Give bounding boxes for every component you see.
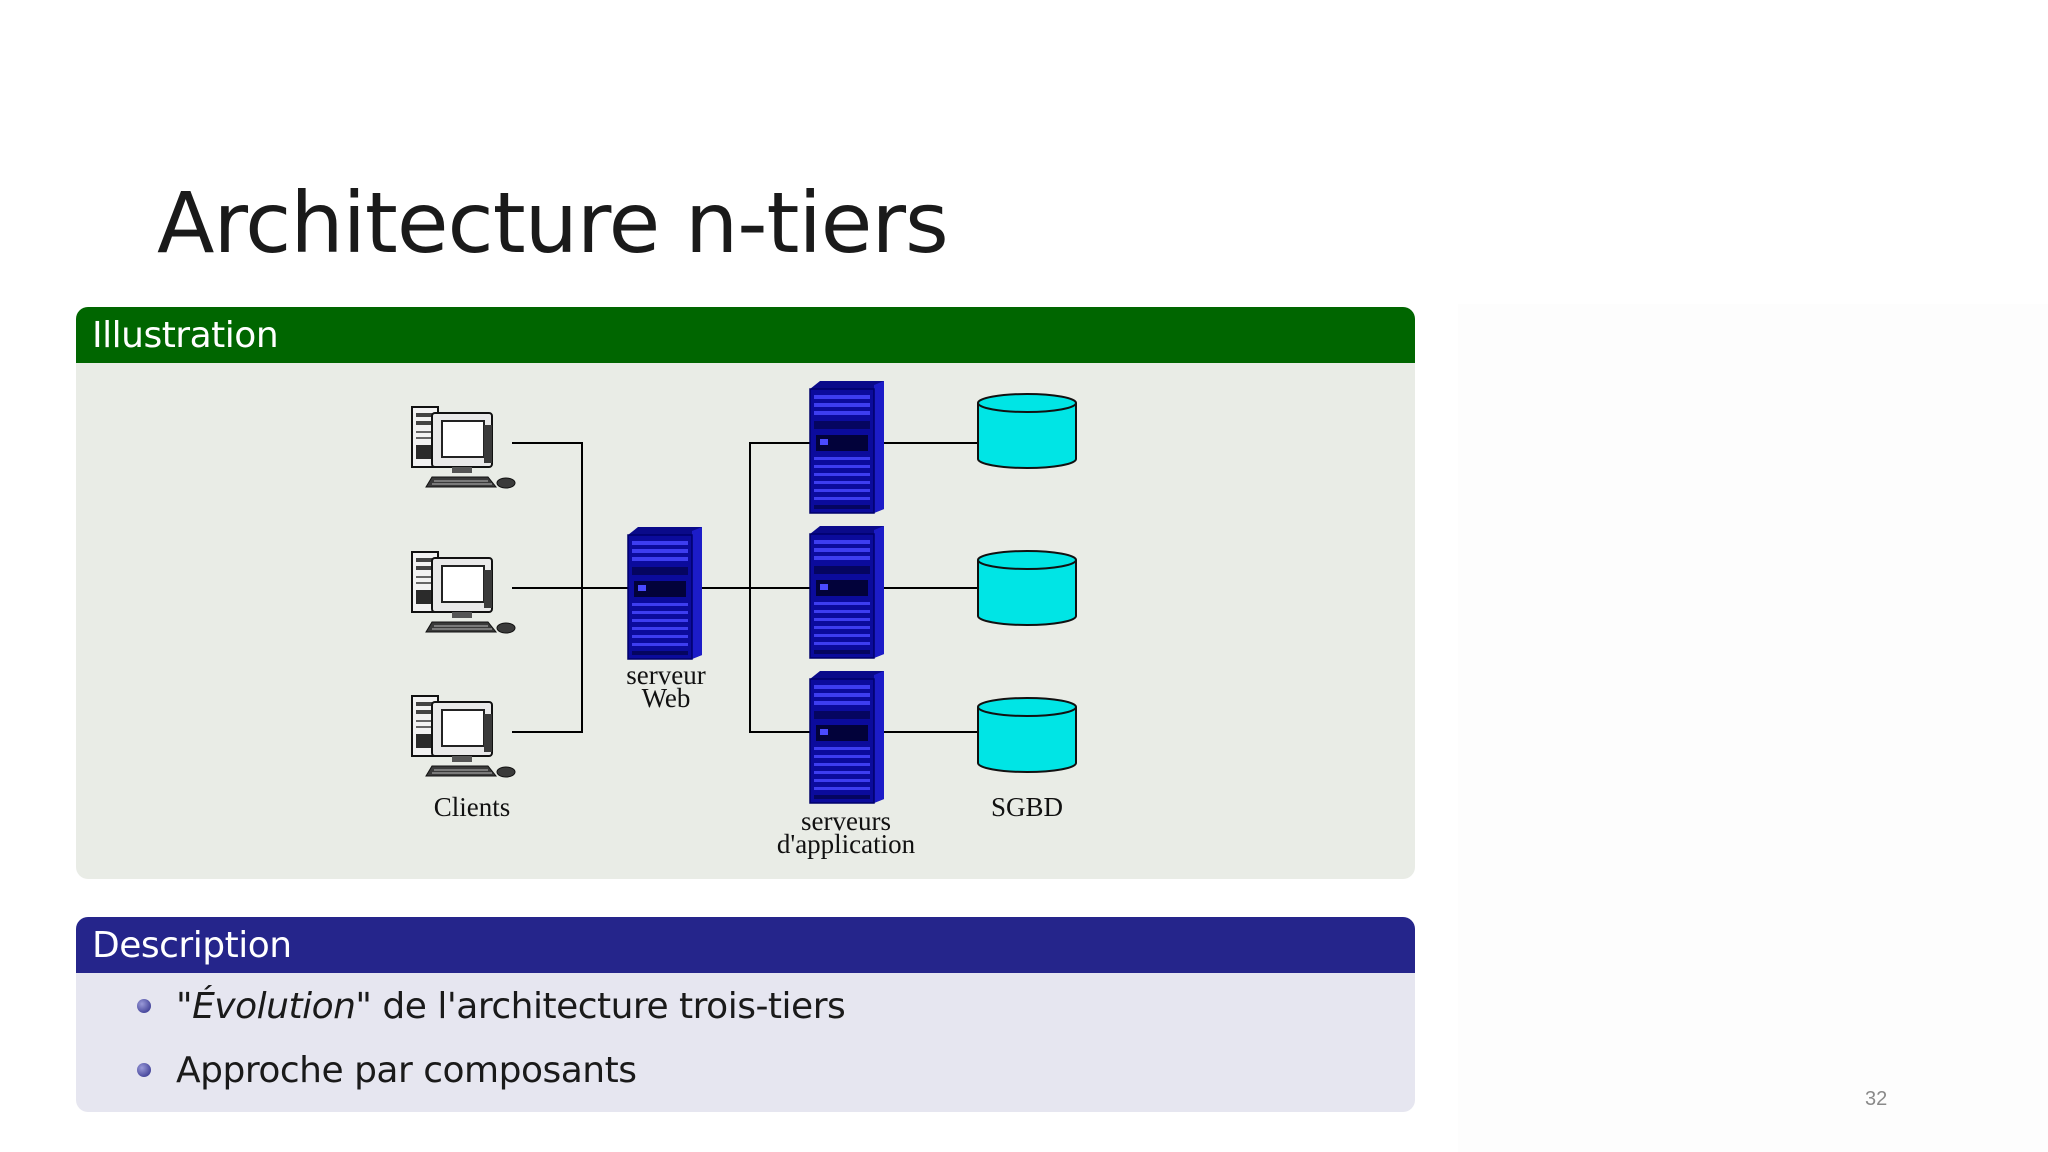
app-servers-label-line2: d'application: [777, 829, 916, 859]
clients-label: Clients: [434, 792, 511, 822]
web-server-label-line2: Web: [642, 683, 691, 713]
list-item: "Évolution" de l'architecture trois-tier…: [76, 981, 1415, 1031]
list-item-text: Approche par composants: [176, 1049, 637, 1091]
database-cylinder-icon: [977, 697, 1077, 773]
web-server-label-line1: serveur: [626, 660, 705, 690]
client-computer-icon: [411, 551, 516, 634]
list-item: Approche par composants: [76, 1045, 1415, 1095]
web-server-icon: [627, 526, 703, 660]
architecture-diagram: Clients serveur Web serveurs d'applicati…: [411, 380, 1077, 859]
bullet-icon: [137, 999, 151, 1013]
bullet-icon: [137, 1063, 151, 1077]
page-number: 32: [1865, 1088, 1888, 1110]
right-background-shade: [1458, 304, 2048, 1152]
connection-lines: [512, 442, 980, 733]
illustration-block: Illustration: [76, 307, 1415, 879]
list-item-text: "Évolution" de l'architecture trois-tier…: [176, 985, 846, 1027]
database-cylinder-icon: [977, 393, 1077, 469]
client-computer-icon: [411, 695, 516, 778]
slide-title: Architecture n-tiers: [157, 174, 949, 273]
database-cylinder-icon: [977, 550, 1077, 626]
dbms-label: SGBD: [991, 792, 1063, 822]
app-servers-label-line1: serveurs: [801, 806, 891, 836]
description-header: Description: [76, 917, 1415, 973]
app-server-icon: [809, 380, 885, 514]
app-server-icon: [809, 670, 885, 804]
app-server-icon: [809, 525, 885, 659]
client-computer-icon: [411, 406, 516, 489]
description-block: Description "Évolution" de l'architectur…: [76, 917, 1415, 1112]
illustration-header: Illustration: [76, 307, 1415, 363]
